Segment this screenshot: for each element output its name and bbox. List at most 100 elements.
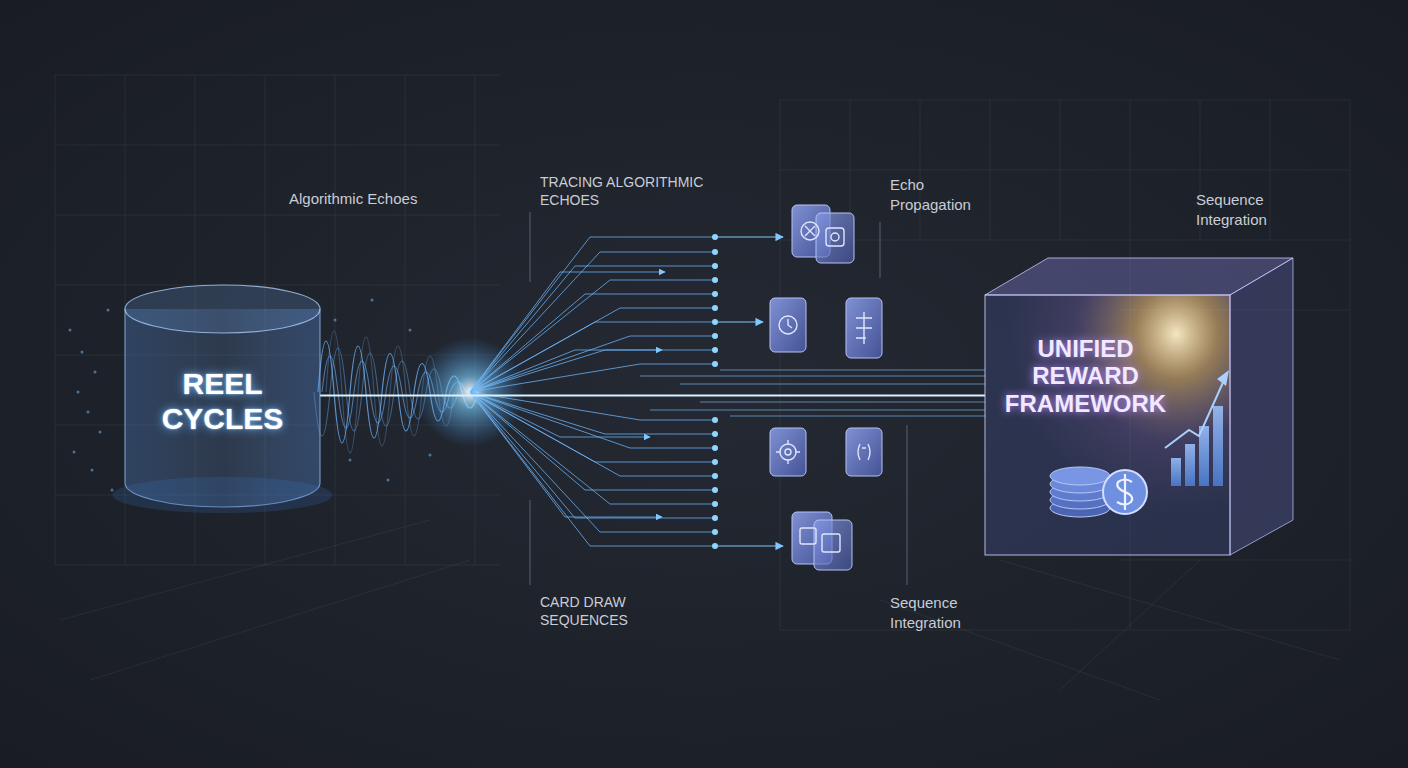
card-icons bbox=[856, 312, 872, 344]
icon-cards bbox=[770, 428, 806, 476]
cube-side bbox=[1230, 258, 1293, 555]
node-dots bbox=[712, 333, 718, 339]
grid bbox=[55, 75, 500, 565]
card-icons bbox=[776, 222, 872, 552]
fan-lines bbox=[470, 336, 715, 392]
fan-lines bbox=[470, 392, 715, 462]
grid bbox=[780, 100, 1350, 630]
node-dots bbox=[712, 543, 718, 549]
fan-lines bbox=[470, 392, 715, 546]
node-dots bbox=[712, 234, 718, 240]
grid bbox=[55, 75, 1350, 700]
card-icons bbox=[831, 233, 839, 241]
card-icons bbox=[800, 528, 816, 544]
annotation-label: Sequence Integration bbox=[890, 593, 990, 632]
card-arrows bbox=[718, 321, 763, 322]
node-dots bbox=[712, 319, 718, 325]
fan-lines bbox=[470, 252, 715, 392]
fan-lines bbox=[470, 350, 662, 392]
particles bbox=[87, 411, 90, 414]
card-icons bbox=[779, 316, 797, 334]
icon-cards bbox=[846, 428, 882, 476]
card-icons bbox=[805, 226, 815, 236]
icon-cards bbox=[770, 205, 882, 570]
node-dots bbox=[712, 249, 718, 255]
node-dots bbox=[712, 431, 718, 437]
particles bbox=[77, 391, 80, 394]
icon-cards bbox=[814, 520, 852, 570]
cylinder-top bbox=[125, 285, 320, 333]
node-dots bbox=[712, 501, 718, 507]
particles bbox=[429, 454, 432, 457]
fan-lines bbox=[470, 266, 715, 392]
fan-lines bbox=[470, 350, 715, 392]
coin bbox=[1103, 470, 1147, 514]
card-arrows bbox=[718, 236, 783, 237]
card-icons bbox=[776, 440, 800, 464]
node-dots bbox=[712, 347, 718, 353]
grid bbox=[780, 100, 1350, 630]
node-dots bbox=[712, 529, 718, 535]
card-icons bbox=[801, 222, 819, 240]
fan-lines bbox=[470, 280, 715, 392]
fan-lines bbox=[470, 392, 662, 517]
card-icons bbox=[826, 228, 844, 246]
node-dots bbox=[712, 291, 718, 297]
leader-lines bbox=[880, 222, 881, 278]
particles bbox=[91, 469, 94, 472]
node-dots bbox=[712, 417, 718, 423]
node-title: UNIFIED REWARD FRAMEWORK bbox=[1003, 335, 1168, 418]
coin-stack bbox=[1050, 467, 1110, 517]
particles bbox=[81, 351, 84, 354]
node-dots bbox=[712, 445, 718, 451]
particles bbox=[371, 299, 374, 302]
cylinder-base-glow bbox=[113, 477, 333, 513]
node-dots bbox=[712, 459, 718, 465]
card-icons bbox=[780, 444, 796, 460]
particles bbox=[111, 489, 114, 492]
annotation-label: TRACING ALGORITHMIC ECHOES bbox=[540, 173, 725, 209]
card-icons bbox=[858, 444, 870, 460]
leader-lines bbox=[530, 500, 531, 585]
particles bbox=[107, 309, 110, 312]
icon-cards bbox=[816, 213, 854, 263]
particles bbox=[349, 459, 352, 462]
card-icons bbox=[822, 534, 840, 552]
annotation-label: Sequence Integration bbox=[1196, 190, 1296, 229]
particles bbox=[73, 451, 76, 454]
cube-front bbox=[985, 295, 1230, 555]
fan-lines bbox=[470, 392, 715, 476]
bar-chart bbox=[1171, 406, 1223, 486]
particles bbox=[69, 329, 72, 332]
icon-cards bbox=[846, 298, 882, 358]
particles bbox=[387, 479, 390, 482]
reward-cube: UNIFIED REWARD FRAMEWORK bbox=[985, 258, 1295, 558]
particles bbox=[94, 371, 97, 374]
fan-lines bbox=[470, 308, 715, 392]
fan-lines bbox=[470, 322, 715, 392]
card-icons bbox=[788, 319, 792, 328]
annotation-label: Echo Propagation bbox=[890, 175, 990, 214]
reel-cylinder: REEL CYCLES bbox=[125, 283, 320, 508]
icon-cards bbox=[770, 298, 806, 352]
fan-lines bbox=[470, 392, 715, 532]
annotation-label: Algorithmic Echoes bbox=[289, 189, 459, 209]
node-dots bbox=[712, 515, 718, 521]
leader-lines bbox=[907, 425, 908, 585]
particles bbox=[99, 431, 102, 434]
beam-glow bbox=[320, 392, 985, 400]
node-dots bbox=[712, 361, 718, 367]
fan-lines bbox=[470, 272, 665, 392]
node-dots bbox=[712, 263, 718, 269]
particles bbox=[409, 329, 412, 332]
card-icons bbox=[785, 449, 791, 455]
node-dots bbox=[712, 277, 718, 283]
fan-lines bbox=[470, 237, 715, 392]
leader-lines bbox=[530, 212, 531, 282]
fan-lines bbox=[470, 392, 715, 504]
annotation-label: CARD DRAW SEQUENCES bbox=[540, 593, 655, 629]
node-dots bbox=[712, 487, 718, 493]
trend-arrowhead bbox=[1217, 370, 1229, 386]
node-title: REEL CYCLES bbox=[148, 367, 298, 436]
trend-arrow bbox=[1165, 378, 1225, 448]
